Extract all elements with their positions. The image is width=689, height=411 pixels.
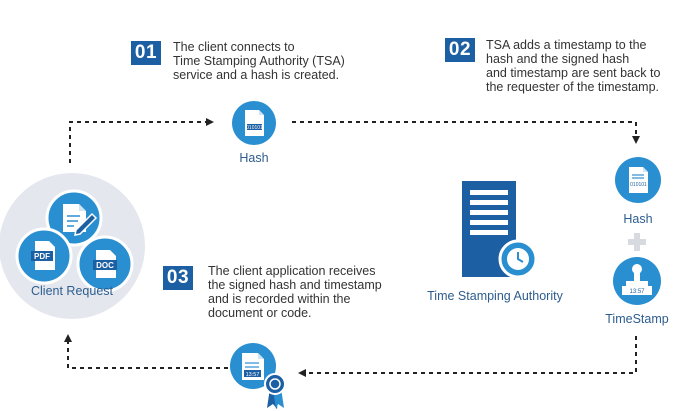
- svg-text:010101: 010101: [630, 182, 647, 188]
- doc-label: DOC: [96, 261, 114, 270]
- step-02-text: TSA adds a timestamp to the hash and the…: [486, 38, 661, 94]
- edit-document-icon: [45, 189, 103, 247]
- plus-icon: [628, 233, 646, 251]
- arrow-cert-to-client: [64, 334, 228, 369]
- doc-document-icon: DOC: [76, 235, 134, 293]
- arrow-hash-to-tsa: [292, 121, 640, 144]
- award-ribbon-icon: [264, 373, 286, 409]
- hash-right-label: Hash: [623, 212, 653, 226]
- step-02-number: 02: [445, 38, 475, 62]
- hash-top-label: Hash: [239, 151, 269, 165]
- svg-text:13:57: 13:57: [629, 289, 645, 295]
- svg-text:13:57: 13:57: [246, 372, 260, 378]
- arrow-tsa-to-cert: [298, 336, 637, 377]
- client-request-label: Client Request: [31, 284, 113, 298]
- tsa-label: Time Stamping Authority: [427, 289, 563, 303]
- svg-text:010101: 010101: [246, 125, 263, 131]
- hash-top-icon: 010101: [232, 101, 276, 145]
- pdf-label: PDF: [34, 252, 50, 261]
- arrow-client-to-hash: [69, 118, 214, 163]
- step-03-number: 03: [163, 266, 193, 290]
- signed-certificate-icon: 13:57: [230, 343, 286, 409]
- hash-right-icon: 010101: [615, 157, 661, 203]
- step-01-number: 01: [131, 41, 161, 65]
- timestamp-label: TimeStamp: [605, 312, 669, 326]
- tsa-server-icon: [462, 181, 538, 279]
- pdf-document-icon: PDF: [15, 227, 73, 285]
- step-03-text: The client application receives the sign…: [208, 264, 382, 320]
- step-01-text: The client connects to Time Stamping Aut…: [173, 40, 345, 82]
- timestamp-stamp-icon: 13:57: [613, 257, 661, 305]
- client-request-node: PDF DOC: [0, 173, 145, 319]
